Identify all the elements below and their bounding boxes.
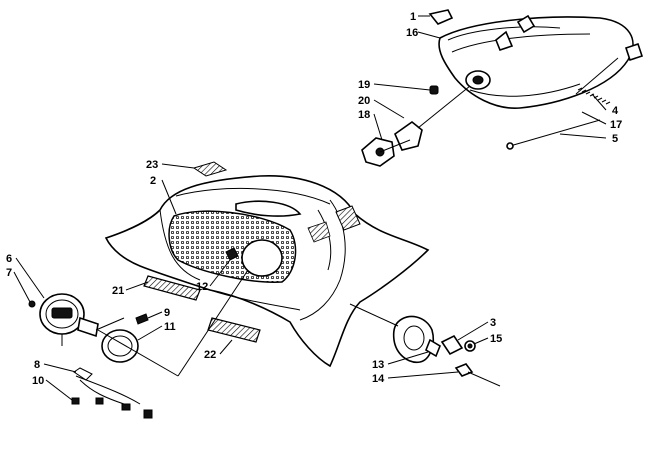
callout-17: 17 [610,119,622,131]
adjuster-screw [506,42,644,150]
callout-1: 1 [410,11,416,23]
callout-21: 21 [112,285,124,297]
pod-hardware [440,334,476,356]
callout-6: 6 [6,253,12,265]
callout-20: 20 [358,95,370,107]
gauge-pod [349,303,441,364]
callout-8: 8 [34,359,40,371]
callout-labels: 1 16 19 20 18 4 17 5 23 2 6 7 21 12 9 11… [6,11,622,387]
callout-12: 12 [196,281,208,293]
speedometer-cable [454,363,501,387]
callout-11: 11 [164,321,176,333]
callout-13: 13 [372,359,384,371]
hood-panel [104,175,430,368]
speedometer-gauge [39,293,125,346]
callout-23: 23 [146,159,158,171]
callout-9: 9 [164,307,170,319]
callout-16: 16 [406,27,418,39]
callout-5: 5 [612,133,618,145]
gauge-ring [101,329,139,363]
callout-7: 7 [6,267,12,279]
decal-23 [192,161,228,177]
callout-18: 18 [358,109,370,121]
bulb-socket [361,85,471,167]
callout-14: 14 [372,373,385,385]
callout-19: 19 [358,79,370,91]
headlight-bracket [428,9,454,25]
gauge-screw [28,300,149,325]
callout-22: 22 [204,349,216,361]
callout-3: 3 [490,317,496,329]
callout-10: 10 [32,375,44,387]
callout-15: 15 [490,333,502,345]
wire-harness [71,367,153,419]
callout-2: 2 [150,175,156,187]
headlight-housing [438,14,634,109]
callout-4: 4 [612,105,619,117]
decal-22 [207,317,261,343]
leader-lines [13,15,607,401]
